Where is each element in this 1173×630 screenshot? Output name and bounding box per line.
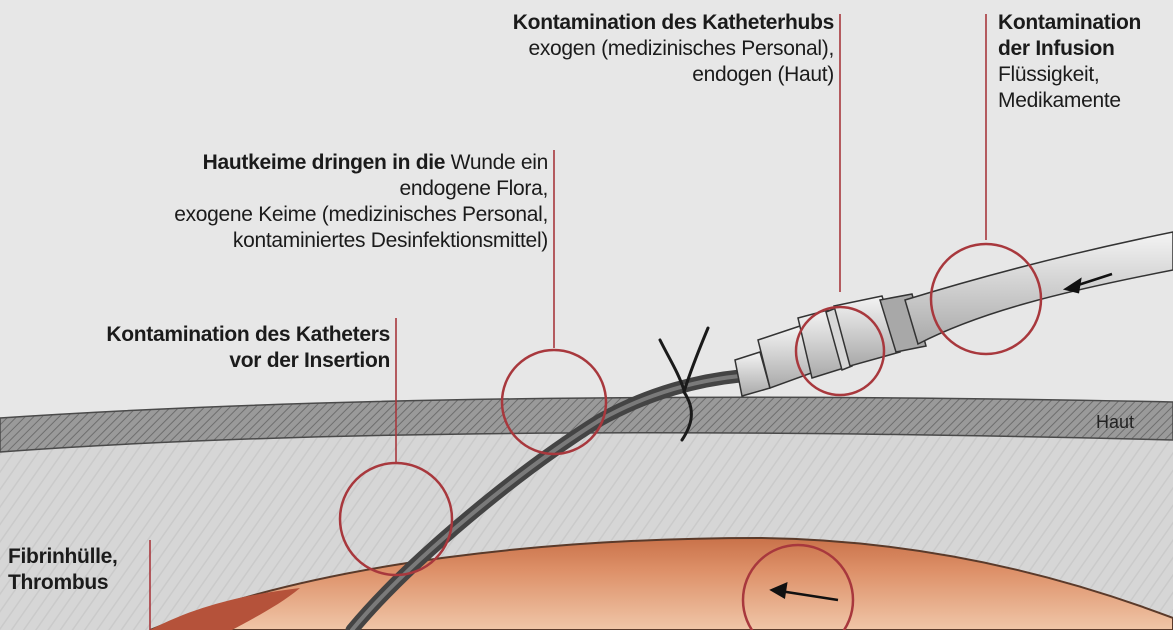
wound-line-3: kontaminiertes Desinfektionsmittel) bbox=[130, 228, 548, 254]
hub-line-2: endogen (Haut) bbox=[430, 62, 834, 88]
wound-title: Hautkeime dringen in die Wunde ein bbox=[130, 150, 548, 176]
wound-line-1: endogene Flora, bbox=[130, 176, 548, 202]
wound-line-2: exogene Keime (medizinisches Personal, bbox=[130, 202, 548, 228]
infusion-line-1: Flüssigkeit, bbox=[998, 62, 1168, 88]
hub-label: Kontamination des Katheterhubs exogen (m… bbox=[430, 10, 834, 88]
wound-label: Hautkeime dringen in die Wunde ein endog… bbox=[130, 150, 548, 254]
hub-line-1: exogen (medizinisches Personal), bbox=[430, 36, 834, 62]
skin-label: Haut bbox=[1096, 412, 1134, 433]
wound-title-bold: Hautkeime dringen in die bbox=[203, 151, 446, 174]
infusion-line-2: Medikamente bbox=[998, 88, 1168, 114]
fibrin-title-1: Fibrinhülle, bbox=[8, 544, 148, 570]
infusion-label: Kontamination der Infusion Flüssigkeit, … bbox=[998, 10, 1168, 114]
hub-title: Kontamination des Katheterhubs bbox=[430, 10, 834, 36]
catheter-label: Kontamination des Katheters vor der Inse… bbox=[30, 322, 390, 374]
fibrin-title-2: Thrombus bbox=[8, 570, 148, 596]
wound-title-rest: Wunde ein bbox=[445, 151, 548, 174]
catheter-title-2: vor der Insertion bbox=[30, 348, 390, 374]
fibrin-label: Fibrinhülle, Thrombus bbox=[8, 544, 148, 596]
infusion-title-2: der Infusion bbox=[998, 36, 1168, 62]
infusion-title-1: Kontamination bbox=[998, 10, 1168, 36]
catheter-title-1: Kontamination des Katheters bbox=[30, 322, 390, 348]
